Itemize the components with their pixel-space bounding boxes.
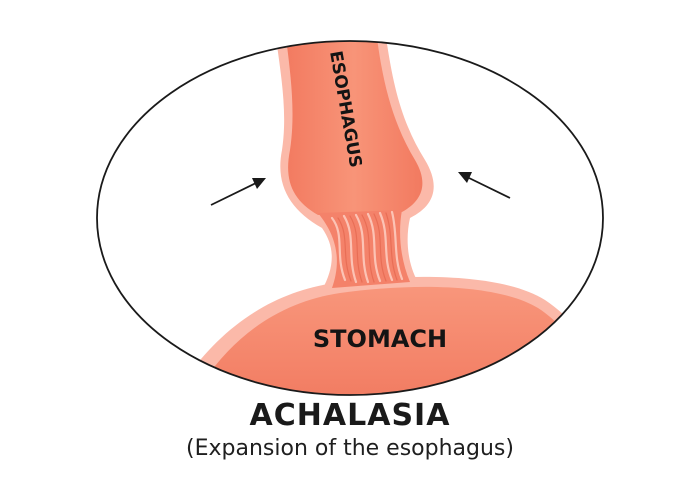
diagram-title: ACHALASIA bbox=[249, 398, 451, 433]
stomach-label: STOMACH bbox=[313, 325, 447, 353]
arrow-left-pointer-icon bbox=[210, 178, 266, 206]
esophagus bbox=[285, 41, 423, 215]
frame-circle bbox=[96, 40, 604, 396]
arrow-right-pointer-icon bbox=[458, 172, 511, 199]
sphincter-folds bbox=[330, 210, 404, 284]
sphincter-shadows bbox=[337, 212, 398, 283]
diagram-subtitle: (Expansion of the esophagus) bbox=[186, 436, 514, 461]
organ-group: ESOPHAGUS STOMACH bbox=[175, 41, 603, 395]
